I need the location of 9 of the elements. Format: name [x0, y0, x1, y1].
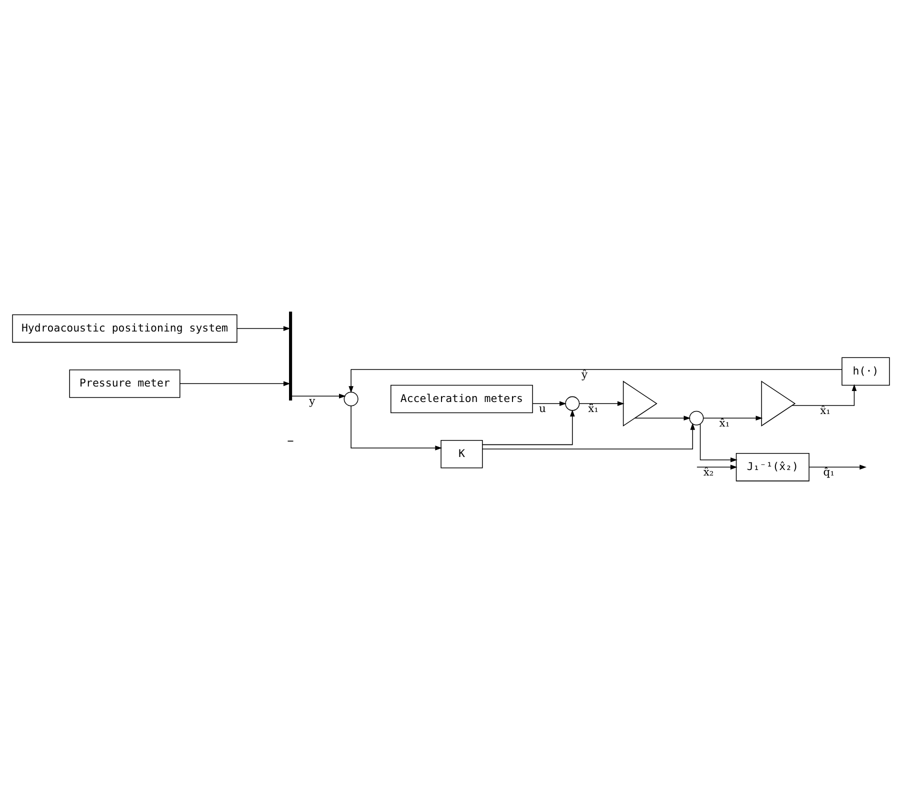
edge-label: y [309, 394, 316, 408]
edge-label: u [539, 402, 546, 416]
edge-label: x̂̈₁ [588, 402, 598, 416]
edge-label: x̂₂ [703, 466, 714, 479]
edge-label: ŷ [582, 368, 588, 382]
edge-label: x̂₁ [820, 404, 830, 418]
edge-label: q̂̇₁ [823, 466, 834, 479]
edge-label: x̂̇₁ [719, 416, 730, 430]
label: − [287, 434, 294, 448]
